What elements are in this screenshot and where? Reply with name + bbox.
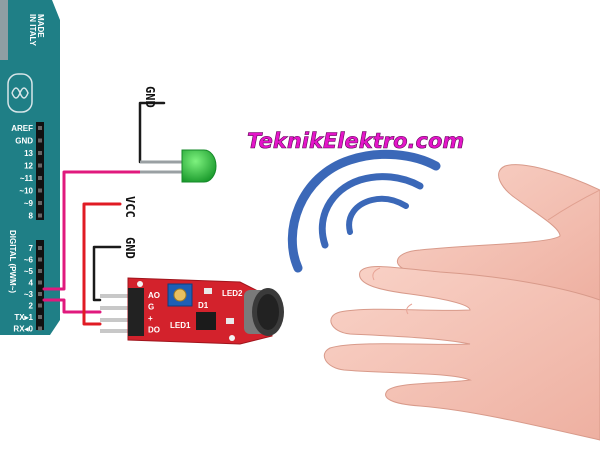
sensor-pin-label: DO xyxy=(148,326,160,335)
header-pin xyxy=(38,280,42,285)
pin-label: GND xyxy=(15,137,33,146)
digital-label: DIGITAL (PWM~) xyxy=(8,230,17,293)
pin-label: AREF xyxy=(11,124,33,133)
clapping-hands-image xyxy=(323,164,600,441)
brand-title: TeknikElektro.com xyxy=(247,129,464,153)
wire-led-gnd xyxy=(138,101,166,164)
pin-label: ~3 xyxy=(24,290,34,299)
pin-label: ~6 xyxy=(24,256,34,265)
led1-mark: LED1 xyxy=(170,321,191,330)
made-in-line-2: IN ITALY xyxy=(28,14,37,47)
header-pin xyxy=(38,303,42,308)
sensor-pin-label: AO xyxy=(148,291,160,300)
header-pin xyxy=(38,126,42,130)
header-pin xyxy=(38,151,42,155)
pin-label: ~9 xyxy=(24,199,34,208)
pin-label: 7 xyxy=(29,244,34,253)
wire-pin2-to-sensor xyxy=(42,298,102,314)
wire-gnd xyxy=(92,245,122,302)
pin-label: 8 xyxy=(29,212,34,221)
header-pin xyxy=(38,138,42,143)
header-pin xyxy=(38,315,42,319)
chip-label: D1 xyxy=(198,301,209,310)
pin-label: 4 xyxy=(29,279,34,288)
pin-labels: AREF GND 13 12 ~11 ~10 ~9 8 7 ~6 ~5 4 ~3 2TX▸1RX◂0 xyxy=(11,124,42,334)
pin-label: ~5 xyxy=(24,267,34,276)
sensor-pin-label: G xyxy=(148,303,154,312)
pin-label: ~10 xyxy=(19,187,33,196)
green-led xyxy=(140,149,217,183)
pin-label: TX▸1 xyxy=(14,313,33,322)
led-gnd-label: GND xyxy=(143,86,157,108)
made-in-line-1: MADE xyxy=(36,14,45,38)
header-pin xyxy=(38,176,42,180)
header-pin xyxy=(38,213,42,218)
vcc-label: VCC xyxy=(123,196,137,218)
wire-pin3-to-led xyxy=(42,170,166,291)
header-pin xyxy=(38,163,42,168)
led2-mark: LED2 xyxy=(222,289,243,298)
sensor-pcb xyxy=(127,277,273,345)
pin-label: 2 xyxy=(29,302,34,311)
header-pin xyxy=(38,201,42,205)
sound-waves-icon xyxy=(287,149,441,273)
comparator-chip xyxy=(196,312,216,330)
sensor-pin-labels: AO G + DO xyxy=(148,291,160,335)
infinity-logo-icon xyxy=(7,73,33,113)
wire-vcc xyxy=(82,202,122,326)
gnd-label: GND xyxy=(123,237,137,259)
pin-label: RX◂0 xyxy=(13,325,33,334)
header-pin xyxy=(38,292,42,296)
pin-label: ~11 xyxy=(20,174,34,183)
sound-sensor-module: AO G + DO D1 LED1 LED2 xyxy=(100,277,284,345)
pin-label: 13 xyxy=(24,149,33,158)
microphone-icon xyxy=(244,288,284,336)
header-pin xyxy=(38,326,42,331)
arduino-board: MADE IN ITALY DIGITAL (PWM~) AREF GND 13 12… xyxy=(0,0,60,335)
led-bulb-icon xyxy=(181,149,217,183)
header-pin xyxy=(38,257,42,262)
sensor-pin-label: + xyxy=(148,314,153,323)
header-pin xyxy=(38,188,42,193)
header-pin xyxy=(38,246,42,250)
pin-label: 12 xyxy=(24,162,33,171)
header-pin xyxy=(38,269,42,273)
